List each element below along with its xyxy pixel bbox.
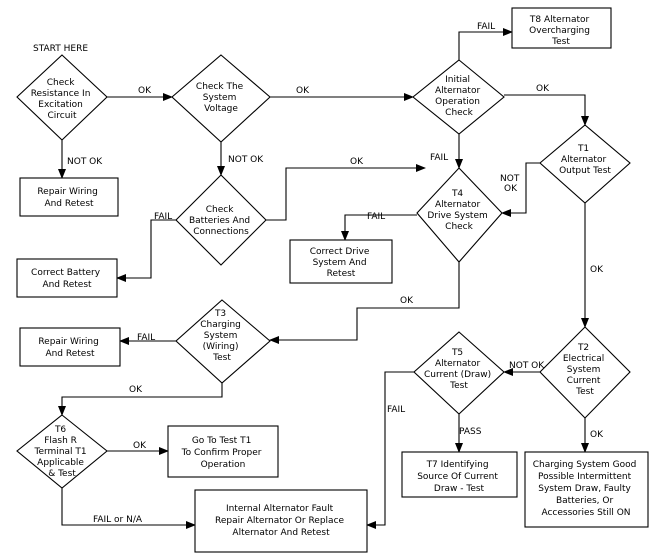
- repair-wiring-1-text: Repair Wiring And Retest: [37, 187, 100, 209]
- edge-labels: START HERE OK OK OK FAIL NOT OK NOT OK O…: [33, 22, 604, 525]
- t6-text: T6 Flash R Terminal T1 Applicable & Test: [34, 425, 90, 479]
- label-ok: OK: [350, 157, 364, 167]
- t4-text: T4 Alternator Drive System Check: [427, 189, 490, 232]
- check-batteries-text: Check Batteries And Connections: [189, 205, 253, 237]
- action-charging-good: [524, 451, 649, 528]
- edge-t3-to-t6: [58, 383, 223, 416]
- action-correct-battery: [16, 258, 118, 298]
- edge-t4-to-t3: [269, 262, 460, 344]
- t3-text: T3 Charging System (Wiring) Test: [200, 309, 244, 363]
- correct-drive-text: Correct Drive System And Retest: [310, 247, 373, 279]
- go-to-t1-text: Go To Test T1 To Confirm Proper Operatio…: [181, 436, 265, 470]
- node-text: Check Resistance In Excitation Circuit C…: [31, 15, 640, 538]
- label-ok: OK: [536, 84, 550, 94]
- edge-batteries-to-t4: [266, 164, 426, 221]
- label-fail: FAIL: [137, 333, 155, 343]
- action-repair-wiring-2: [19, 327, 121, 367]
- edge-t1-to-t4: [501, 162, 540, 217]
- edge-t4-to-correct-drive: [341, 214, 417, 241]
- label-fail: FAIL: [430, 153, 448, 163]
- edge-initial-to-t8: [458, 28, 513, 60]
- label-ok: OK: [138, 86, 152, 96]
- decision-t3: [175, 299, 271, 384]
- decision-t6: [16, 414, 108, 489]
- action-t7-identify: [401, 451, 518, 498]
- label-ok: OK: [504, 184, 518, 194]
- label-ok: OK: [590, 265, 604, 275]
- internal-fault-text: Internal Alternator Fault Repair Alterna…: [215, 504, 347, 538]
- label-not-ok: NOT OK: [67, 157, 103, 167]
- charging-good-text: Charging System Good Possible Intermitte…: [533, 460, 640, 518]
- label-not-ok: NOT OK: [509, 361, 545, 371]
- decision-initial-alternator: [412, 59, 505, 135]
- start-label: START HERE: [33, 44, 88, 54]
- repair-wiring-2-text: Repair Wiring And Retest: [38, 337, 101, 359]
- label-fail-or-na: FAIL or N/A: [93, 515, 143, 525]
- decision-check-voltage: [171, 54, 271, 143]
- decision-t4: [416, 167, 503, 263]
- label-not-ok: NOT OK: [228, 155, 264, 165]
- decision-check-resistance: [16, 54, 108, 141]
- action-internal-fault: [194, 489, 368, 553]
- t7-text: T7 Identifying Source Of Current Draw - …: [417, 460, 501, 494]
- action-repair-wiring-1: [19, 177, 119, 217]
- t5-text: T5 Alternator Current (Draw) Test: [424, 348, 494, 391]
- connectors: [58, 28, 589, 529]
- label-not: NOT: [500, 174, 520, 184]
- action-t8-overcharging: [511, 7, 612, 49]
- label-ok: OK: [400, 296, 414, 306]
- edge-batteries-to-correct-battery: [116, 219, 176, 282]
- edge-t5-to-internal: [366, 371, 414, 529]
- label-fail: FAIL: [154, 212, 172, 222]
- label-pass: PASS: [459, 427, 482, 437]
- correct-battery-text: Correct Battery And Retest: [31, 268, 103, 290]
- action-correct-drive: [289, 239, 393, 284]
- t8-text: T8 Alternator Overcharging Test: [529, 15, 593, 47]
- decision-t2: [539, 326, 631, 419]
- initial-alternator-text: Initial Alternator Operation Check: [435, 75, 483, 118]
- check-voltage-text: Check The System Voltage: [196, 82, 246, 114]
- label-ok: OK: [133, 441, 147, 451]
- t2-text: T2 Electrical System Current Test: [563, 343, 607, 397]
- edge-initial-to-t1: [504, 94, 589, 126]
- shapes: [16, 7, 649, 553]
- t1-text: T1 Alternator Output Test: [559, 144, 611, 176]
- label-fail: FAIL: [477, 22, 495, 32]
- label-ok: OK: [296, 86, 310, 96]
- decision-check-batteries: [175, 174, 267, 266]
- label-ok: OK: [129, 385, 143, 395]
- label-fail: FAIL: [367, 212, 385, 222]
- decision-t5: [413, 331, 505, 415]
- check-resistance-text: Check Resistance In Excitation Circuit: [31, 78, 94, 121]
- decision-t1: [539, 124, 631, 204]
- action-go-to-t1: [167, 425, 279, 478]
- label-ok: OK: [590, 430, 604, 440]
- edge-t6-to-internal: [61, 488, 196, 529]
- label-fail: FAIL: [387, 405, 405, 415]
